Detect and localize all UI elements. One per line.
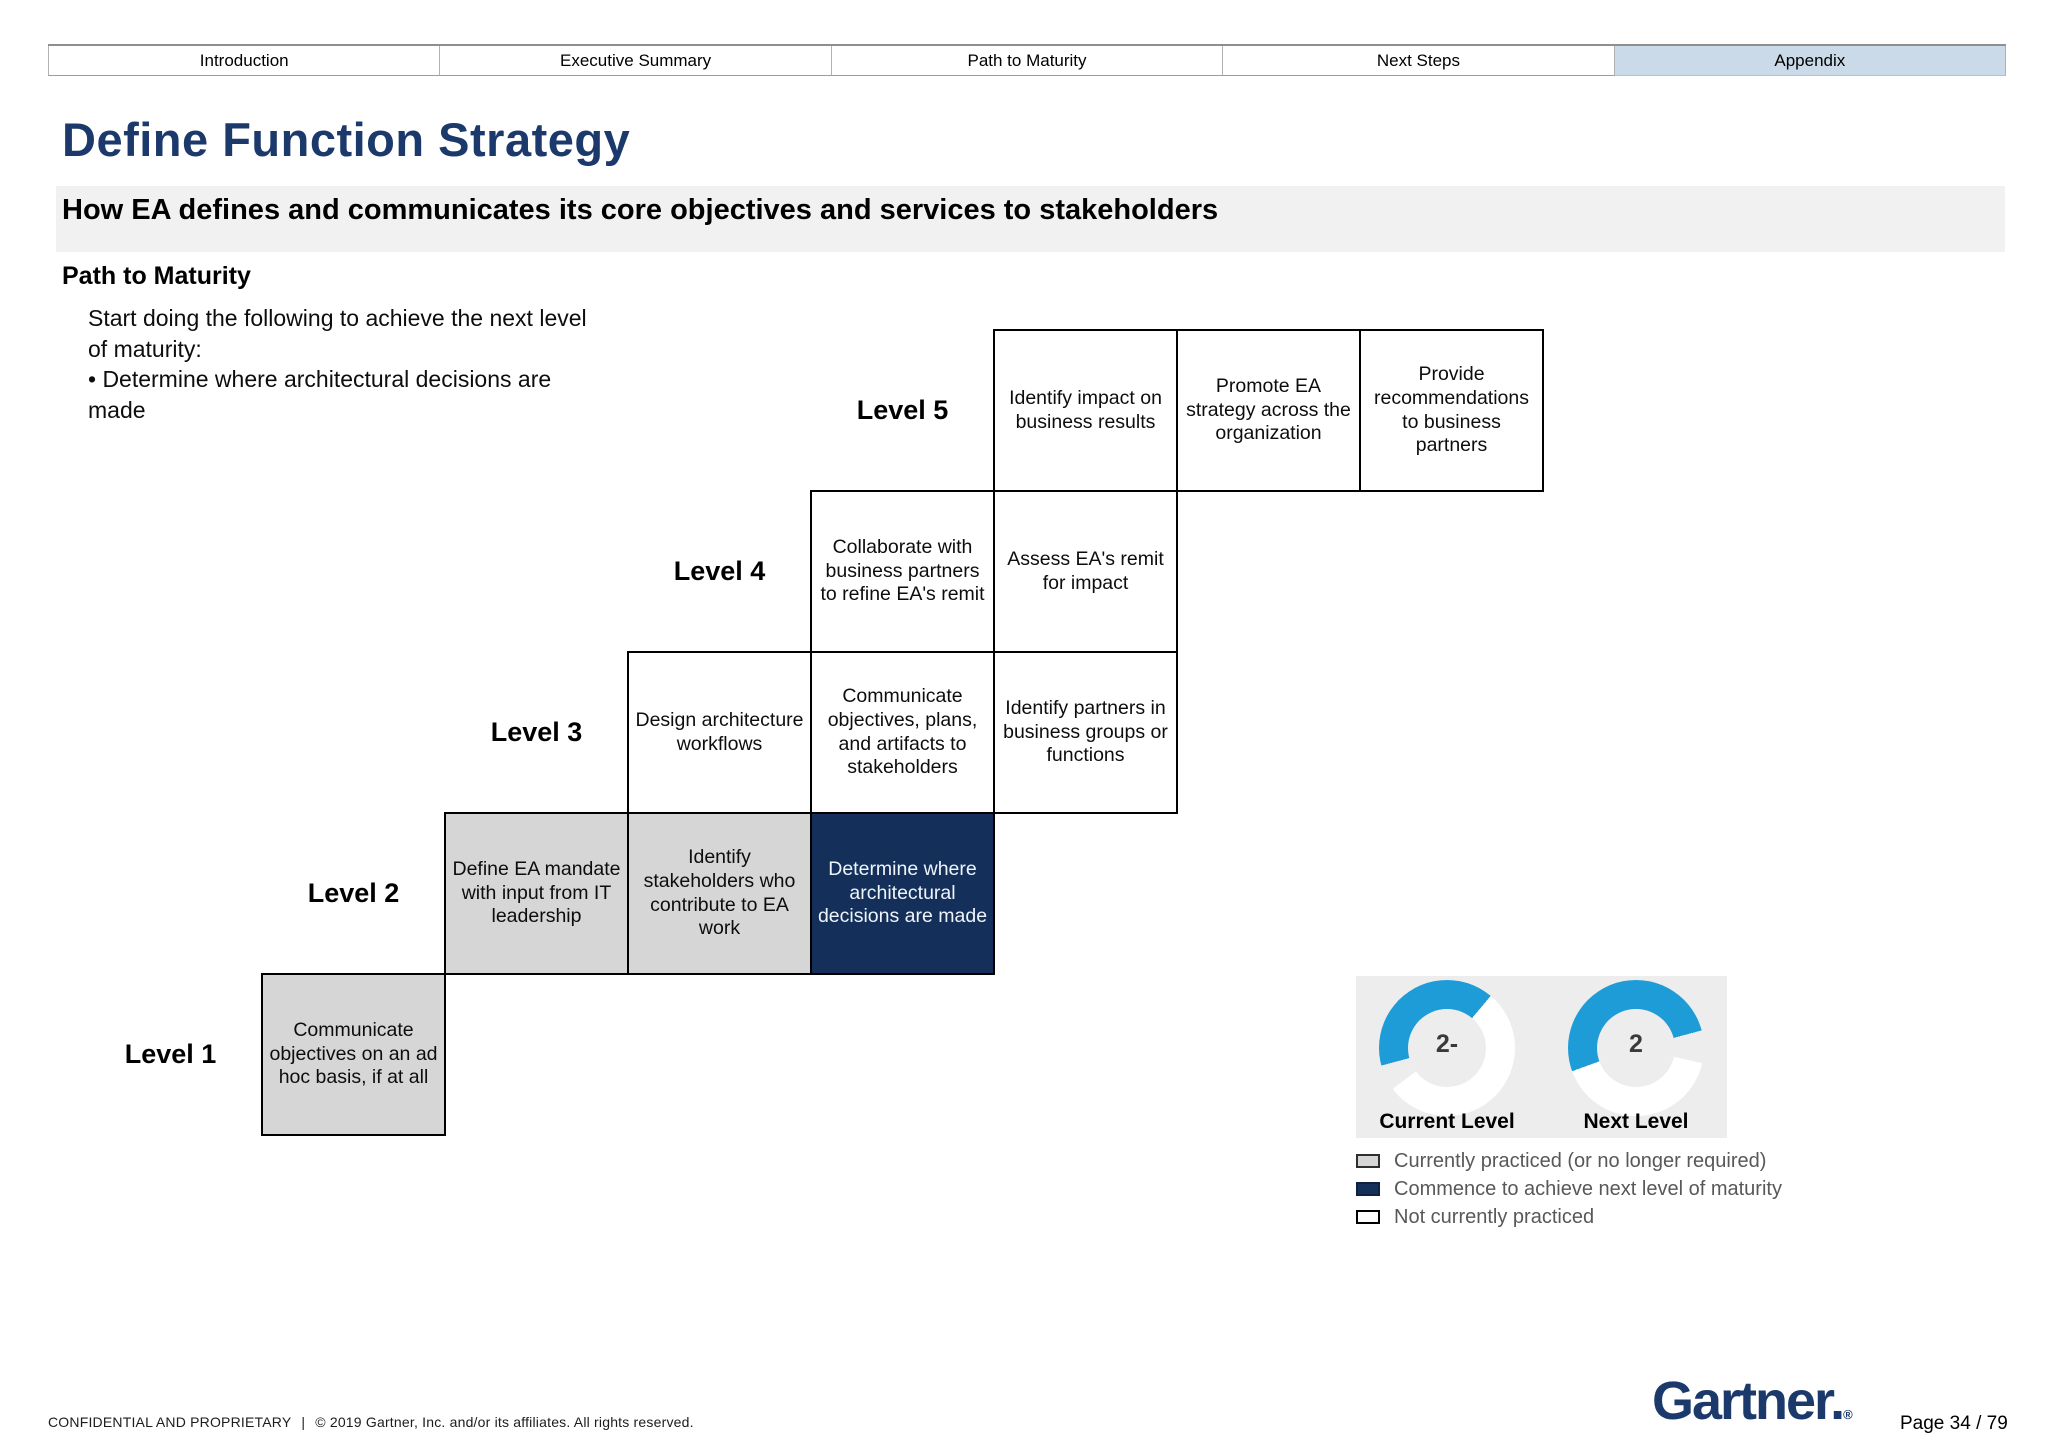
- gauge-label: Current Level: [1379, 1110, 1515, 1133]
- gauge-value: 2: [1629, 1029, 1643, 1058]
- legend-item-practiced: Currently practiced (or no longer requir…: [1356, 1147, 1782, 1175]
- page-subtitle: How EA defines and communicates its core…: [62, 194, 1219, 226]
- gauge-label: Next Level: [1583, 1110, 1689, 1133]
- legend-swatch-practiced: [1356, 1154, 1380, 1168]
- maturity-cell: Design architecture workflows: [627, 651, 812, 814]
- maturity-cell: Communicate objectives on an ad hoc basi…: [261, 973, 446, 1136]
- maturity-instruction: Start doing the following to achieve the…: [88, 303, 593, 425]
- section-heading: Path to Maturity: [62, 262, 251, 290]
- maturity-cell: Identify impact on business results: [993, 329, 1178, 492]
- maturity-cell: Identify partners in business groups or …: [993, 651, 1178, 814]
- maturity-cell: Determine where architectural decisions …: [810, 812, 995, 975]
- gartner-logo: Gartner.®: [1652, 1371, 1853, 1431]
- tab-next-steps[interactable]: Next Steps: [1223, 46, 1615, 76]
- tab-executive-summary[interactable]: Executive Summary: [440, 46, 832, 76]
- gauge-value: 2-: [1435, 1029, 1459, 1058]
- legend-item-commence: Commence to achieve next level of maturi…: [1356, 1175, 1782, 1203]
- footer-separator: |: [301, 1414, 306, 1430]
- maturity-cell: Identify stakeholders who contribute to …: [627, 812, 812, 975]
- subtitle-bar: How EA defines and communicates its core…: [56, 186, 2005, 252]
- legend-swatch-commence: [1356, 1182, 1380, 1196]
- level-label-level-2: Level 2: [307, 878, 400, 908]
- legend-swatch-not-practiced: [1356, 1210, 1380, 1224]
- legend-label: Not currently practiced: [1394, 1205, 1595, 1228]
- tab-introduction[interactable]: Introduction: [48, 46, 441, 76]
- level-label-level-3: Level 3: [490, 717, 583, 747]
- page-number: Page 34 / 79: [1900, 1413, 2008, 1434]
- gauge-donut: 2: [1568, 980, 1704, 1116]
- footer-note: CONFIDENTIAL AND PROPRIETARY | © 2019 Gart…: [48, 1414, 694, 1430]
- page-title: Define Function Strategy: [62, 113, 631, 166]
- instruction-bullet: • Determine where architectural decision…: [88, 366, 552, 423]
- maturity-cell: Provide recommendations to business part…: [1359, 329, 1544, 492]
- confidential-label: CONFIDENTIAL AND PROPRIETARY: [48, 1414, 292, 1430]
- instruction-intro: Start doing the following to achieve the…: [88, 305, 587, 362]
- level-label-level-1: Level 1: [124, 1039, 217, 1069]
- level-label-level-5: Level 5: [856, 395, 949, 425]
- registered-mark: ®: [1843, 1407, 1853, 1422]
- maturity-cell: Promote EA strategy across the organizat…: [1176, 329, 1361, 492]
- legend: Currently practiced (or no longer requir…: [1356, 1147, 1782, 1231]
- maturity-cell: Define EA mandate with input from IT lea…: [444, 812, 629, 975]
- legend-label: Commence to achieve next level of maturi…: [1394, 1177, 1782, 1200]
- copyright-text: © 2019 Gartner, Inc. and/or its affiliat…: [315, 1414, 694, 1430]
- maturity-cell: Communicate objectives, plans, and artif…: [810, 651, 995, 814]
- legend-item-not-practiced: Not currently practiced: [1356, 1203, 1782, 1231]
- gauge-donut: 2-: [1379, 980, 1515, 1116]
- tab-appendix[interactable]: Appendix: [1614, 46, 2007, 76]
- legend-label: Currently practiced (or no longer requir…: [1394, 1149, 1767, 1172]
- gauge-current-level: 2- Current Level: [1372, 980, 1522, 1133]
- maturity-cell: Assess EA's remit for impact: [993, 490, 1178, 653]
- tab-path-to-maturity[interactable]: Path to Maturity: [831, 46, 1224, 76]
- maturity-cell: Collaborate with business partners to re…: [810, 490, 995, 653]
- level-label-level-4: Level 4: [673, 556, 766, 586]
